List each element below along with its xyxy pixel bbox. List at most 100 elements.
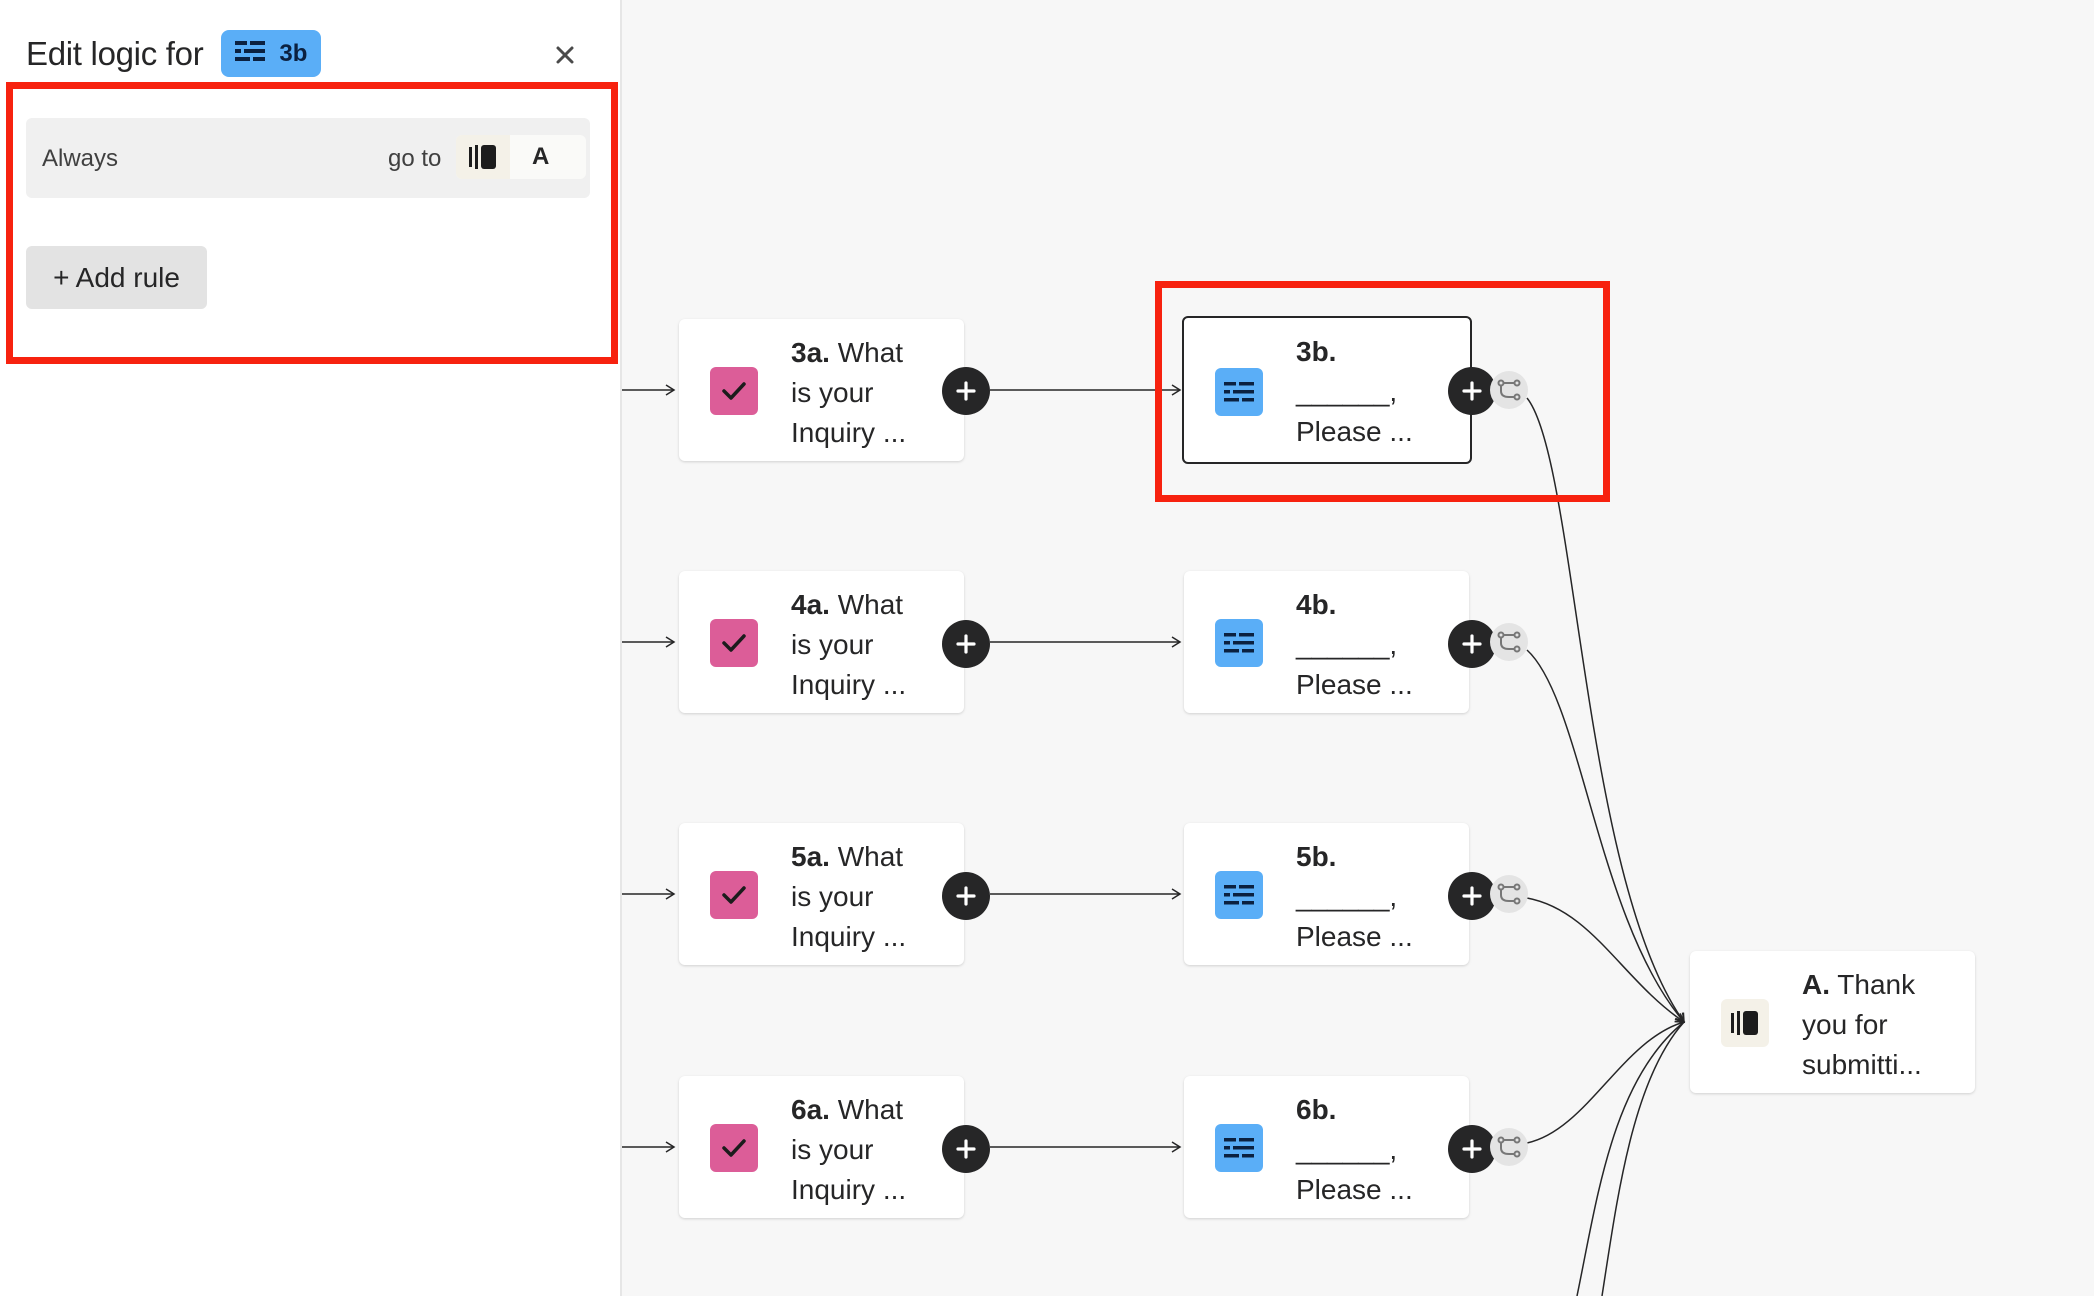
plus-icon bbox=[956, 381, 976, 401]
node-number: A. bbox=[1802, 969, 1830, 1000]
node-line: Inquiry ... bbox=[791, 669, 907, 700]
node-number: 3b. bbox=[1296, 336, 1337, 367]
question-chip-label: 3b bbox=[279, 39, 308, 67]
node-line: Please ... bbox=[1296, 669, 1413, 700]
edge-4b-A bbox=[1526, 649, 1685, 1024]
flow-connections bbox=[622, 384, 1686, 1296]
node-line: ______, bbox=[1296, 629, 1398, 660]
edge-3b-A bbox=[1526, 397, 1685, 1024]
node-line: is your bbox=[791, 629, 874, 660]
checkbox-icon bbox=[710, 367, 758, 415]
node-line: What bbox=[837, 337, 904, 368]
add-after-4b-button[interactable] bbox=[1448, 620, 1496, 668]
node-line: ______, bbox=[1296, 1134, 1398, 1165]
node-label: 4b. ______, Please ... bbox=[1296, 585, 1456, 705]
plus-icon bbox=[1462, 381, 1482, 401]
plus-icon bbox=[1462, 886, 1482, 906]
question-chip-3b: 3b bbox=[221, 30, 322, 77]
node-line: submitti... bbox=[1802, 1049, 1922, 1080]
ending-screen-icon bbox=[456, 135, 510, 179]
edge-5b-A bbox=[1526, 897, 1686, 1023]
checkbox-icon bbox=[710, 619, 758, 667]
node-ending-A[interactable]: A. Thank you for submitti... bbox=[1690, 951, 1975, 1093]
node-line: ______, bbox=[1296, 881, 1398, 912]
node-line: What bbox=[837, 841, 904, 872]
short-text-icon bbox=[1215, 871, 1263, 919]
edge-offscreen-1-A bbox=[1576, 1021, 1685, 1296]
node-number: 4a. bbox=[791, 589, 830, 620]
plus-icon bbox=[956, 1139, 976, 1159]
short-text-icon bbox=[1215, 368, 1263, 416]
plus-icon bbox=[1462, 1139, 1482, 1159]
node-line: Thank bbox=[1837, 969, 1916, 1000]
node-number: 3a. bbox=[791, 337, 830, 368]
node-label: A. Thank you for submitti... bbox=[1802, 965, 1962, 1085]
node-4b[interactable]: 4b. ______, Please ... bbox=[1184, 571, 1469, 713]
node-line: Please ... bbox=[1296, 1174, 1413, 1205]
add-rule-button[interactable]: + Add rule bbox=[26, 246, 207, 309]
branch-icon bbox=[1497, 1136, 1521, 1158]
add-after-4a-button[interactable] bbox=[942, 620, 990, 668]
node-number: 6a. bbox=[791, 1094, 830, 1125]
node-3b[interactable]: 3b.______,Please ... bbox=[1182, 316, 1472, 464]
rule-target-selector[interactable]: A bbox=[456, 135, 586, 179]
panel-header: Edit logic for 3b bbox=[26, 30, 322, 77]
node-line: you for bbox=[1802, 1009, 1888, 1040]
node-line: is your bbox=[791, 1134, 874, 1165]
branch-icon bbox=[1497, 379, 1521, 401]
edge-6b-A bbox=[1526, 1018, 1686, 1144]
node-5b[interactable]: 5b.______,Please ... bbox=[1184, 823, 1469, 965]
node-line: Inquiry ... bbox=[791, 1174, 907, 1205]
add-after-6a-button[interactable] bbox=[942, 1125, 990, 1173]
rule-target-label: A bbox=[532, 143, 550, 170]
node-number: 4b. bbox=[1296, 589, 1337, 620]
logic-branch-5b-button[interactable] bbox=[1490, 875, 1528, 913]
short-text-icon bbox=[235, 40, 266, 67]
node-number: 6b. bbox=[1296, 1094, 1337, 1125]
close-button[interactable] bbox=[548, 40, 582, 74]
checkbox-icon bbox=[710, 871, 758, 919]
rule-action: go to bbox=[388, 145, 442, 172]
node-line: is your bbox=[791, 881, 874, 912]
edit-logic-panel: Edit logic for 3b Always go to A + Add r… bbox=[0, 0, 622, 1296]
branch-icon bbox=[1497, 883, 1521, 905]
edge-offscreen-2-A bbox=[1601, 1021, 1685, 1296]
node-6b[interactable]: 6b. ______, Please ... bbox=[1184, 1076, 1469, 1218]
rule-condition: Always bbox=[42, 145, 119, 172]
node-label: 3b.______,Please ... bbox=[1296, 332, 1456, 452]
add-after-3b-button[interactable] bbox=[1448, 367, 1496, 415]
add-after-3a-button[interactable] bbox=[942, 367, 990, 415]
add-after-5a-button[interactable] bbox=[942, 872, 990, 920]
node-number: 5a. bbox=[791, 841, 830, 872]
plus-icon bbox=[1462, 634, 1482, 654]
node-line: What bbox=[837, 589, 904, 620]
short-text-icon bbox=[1215, 1124, 1263, 1172]
logic-branch-6b-button[interactable] bbox=[1490, 1128, 1528, 1166]
short-text-icon bbox=[1215, 619, 1263, 667]
checkbox-icon bbox=[710, 1124, 758, 1172]
node-line: Inquiry ... bbox=[791, 417, 907, 448]
logic-rule-row[interactable]: Always go to A bbox=[26, 118, 590, 198]
node-number: 5b. bbox=[1296, 841, 1337, 872]
node-label: 5b.______,Please ... bbox=[1296, 837, 1456, 957]
ending-screen-icon bbox=[1721, 999, 1769, 1047]
node-line: Inquiry ... bbox=[791, 921, 907, 952]
plus-icon bbox=[956, 886, 976, 906]
logic-branch-4b-button[interactable] bbox=[1490, 623, 1528, 661]
logic-branch-3b-button[interactable] bbox=[1490, 371, 1528, 409]
add-after-6b-button[interactable] bbox=[1448, 1125, 1496, 1173]
add-after-5b-button[interactable] bbox=[1448, 872, 1496, 920]
close-icon bbox=[555, 45, 575, 70]
node-line: ______, bbox=[1296, 376, 1398, 407]
node-label: 6b. ______, Please ... bbox=[1296, 1090, 1456, 1210]
node-line: is your bbox=[791, 377, 874, 408]
branch-icon bbox=[1497, 631, 1521, 653]
